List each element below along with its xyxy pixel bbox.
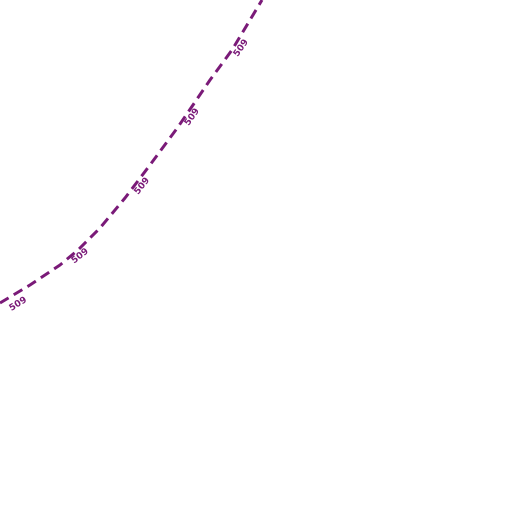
route-509-line[interactable] bbox=[0, 0, 264, 305]
